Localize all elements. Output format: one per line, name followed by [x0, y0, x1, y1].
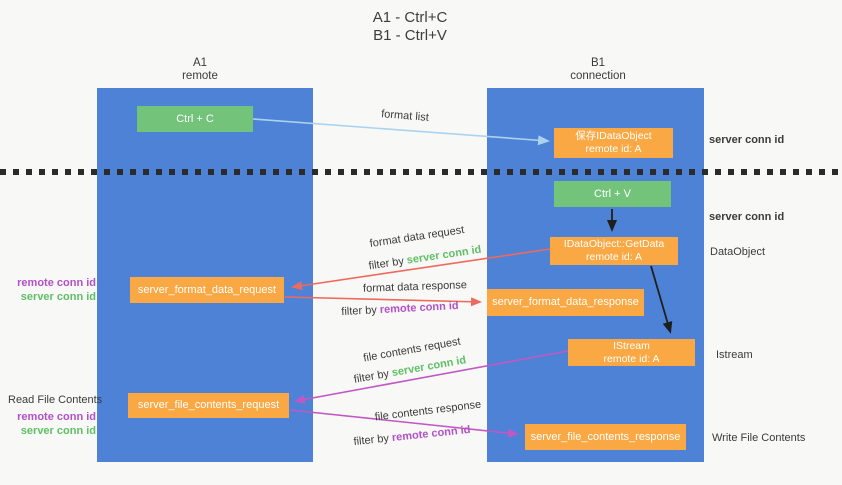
- lifeline-a1-subtitle: remote: [182, 70, 218, 82]
- lifeline-b1-name: B1: [590, 57, 606, 69]
- node-save-dataobject-line2: remote id: A: [585, 143, 642, 155]
- node-server-file-contents-response: server_file_contents_response: [525, 424, 686, 450]
- node-istream-line1: IStream: [613, 339, 650, 352]
- node-server-format-data-request: server_format_data_request: [130, 277, 284, 303]
- lifeline-a1-name: A1: [192, 57, 208, 69]
- format-list-arrow: [252, 118, 550, 146]
- node-getdata-line1: IDataObject::GetData: [563, 238, 665, 250]
- node-server-file-contents-request-label: server_file_contents_request: [137, 399, 280, 411]
- lifeline-b1-subtitle: connection: [570, 70, 626, 82]
- remote-conn-id-label: remote conn id: [17, 277, 96, 289]
- server-conn-id-label: server conn id: [20, 425, 96, 437]
- node-server-format-data-request-label: server_format_data_request: [137, 283, 277, 296]
- file-contents-response-arrow: [289, 409, 519, 438]
- lifeline-b1-header: B1 connection: [528, 57, 668, 83]
- file-contents-request-arrow: [294, 350, 569, 404]
- node-istream-line2: remote id: A: [603, 352, 660, 365]
- remote-conn-id-label: remote conn id: [17, 411, 96, 423]
- node-getdata: IDataObject::GetData remote id: A: [550, 237, 678, 265]
- diagram-title: A1 - Ctrl+C B1 - Ctrl+V: [310, 9, 510, 45]
- server-conn-id-label: server conn id: [20, 291, 96, 303]
- istream-label: Istream: [716, 349, 753, 361]
- node-ctrl-v-label: Ctrl + V: [594, 187, 631, 200]
- read-file-contents-label: Read File Contents: [8, 394, 103, 406]
- server-conn-id-label-mid: server conn id: [709, 211, 785, 223]
- node-ctrl-c-label: Ctrl + C: [176, 112, 214, 125]
- file-conn-id-stack: remote conn id server conn id: [11, 410, 96, 438]
- node-save-dataobject-line1: 保存IDataObject: [575, 129, 652, 142]
- node-getdata-line2: remote id: A: [585, 251, 643, 263]
- format-data-request-arrow: [291, 248, 551, 291]
- phase-separator-dotted-line: [0, 169, 842, 175]
- title-line-1: A1 - Ctrl+C: [372, 9, 448, 26]
- node-server-file-contents-request: server_file_contents_request: [128, 393, 289, 418]
- dataobject-label: DataObject: [710, 246, 766, 258]
- node-server-file-contents-response-label: server_file_contents_response: [530, 430, 681, 443]
- lifeline-a1-header: A1 remote: [130, 57, 270, 83]
- node-server-format-data-response-label: server_format_data_response: [492, 296, 639, 308]
- node-ctrl-c: Ctrl + C: [137, 106, 253, 132]
- node-save-dataobject: 保存IDataObject remote id: A: [554, 128, 673, 158]
- format-data-response-arrow: [284, 296, 482, 307]
- server-conn-id-label-top: server conn id: [709, 134, 785, 146]
- node-server-format-data-response: server_format_data_response: [487, 289, 644, 316]
- node-istream: IStream remote id: A: [568, 339, 695, 366]
- getdata-to-istream-arrow: [650, 265, 673, 334]
- write-file-contents-label: Write File Contents: [712, 432, 806, 444]
- title-line-2: B1 - Ctrl+V: [373, 27, 447, 44]
- filter-by-text: filter by: [341, 304, 378, 319]
- format-conn-id-stack: remote conn id server conn id: [11, 276, 96, 304]
- node-ctrl-v: Ctrl + V: [554, 181, 671, 207]
